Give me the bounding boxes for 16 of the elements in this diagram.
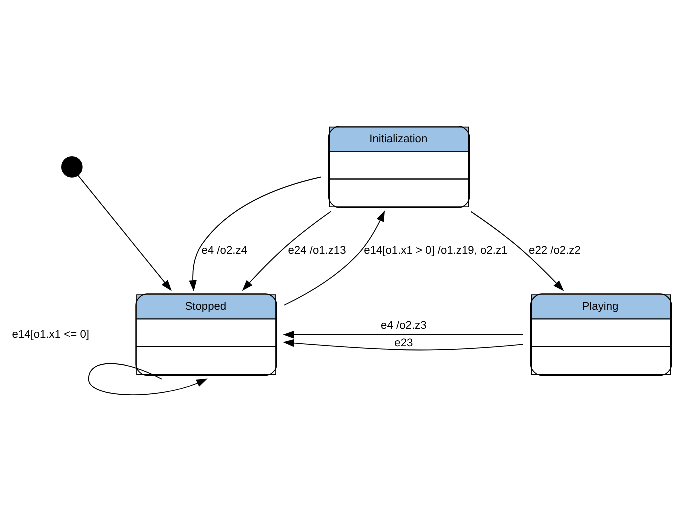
arrow	[283, 331, 524, 339]
arrow	[284, 210, 386, 306]
arrow	[470, 211, 564, 292]
arrow	[88, 363, 208, 396]
edge-label: e23	[394, 338, 414, 350]
edge-label: e4 /o2.z4	[202, 244, 248, 257]
edge-label: e4 /o2.z3	[381, 320, 427, 332]
arrow	[242, 211, 332, 292]
arrow	[78, 175, 172, 292]
edge-label: e14[o1.x1 <= 0]	[12, 328, 90, 341]
arrow	[189, 176, 322, 292]
arrow	[283, 339, 524, 351]
edge-label: e22 /o2.z2	[529, 244, 581, 257]
edge-label: e14[o1.x1 > 0] /o1.z19, o2.z1	[364, 244, 508, 257]
node-circle	[62, 156, 83, 178]
edge-label: e24 /o1.z13	[288, 244, 346, 257]
